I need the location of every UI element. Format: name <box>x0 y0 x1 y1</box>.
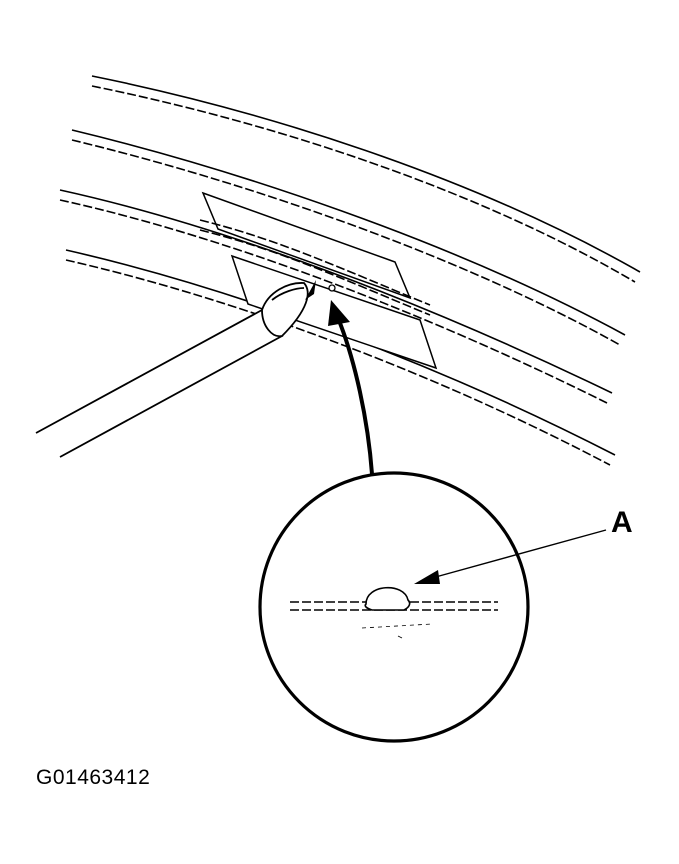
detail-magnifier <box>258 471 530 743</box>
defogger-line-4-edge <box>65 259 611 466</box>
repair-pen-tool <box>35 282 309 458</box>
defogger-line-1-edge <box>91 85 636 283</box>
defogger-line-2 <box>71 129 626 336</box>
callout-leader-line <box>336 317 374 475</box>
callout-leader-arrow <box>328 300 374 475</box>
pen-tip-line <box>271 287 305 301</box>
defogger-line-3 <box>59 189 613 394</box>
callout-label: A <box>611 506 633 539</box>
repair-blob <box>364 586 411 611</box>
figure-id: G01463412 <box>36 766 151 789</box>
callout-a-arrowhead <box>414 570 440 584</box>
defogger-line-3-over-tape <box>199 219 431 316</box>
break-marker <box>305 280 336 300</box>
break-point <box>328 284 336 292</box>
callout-leader-arrowhead <box>328 300 350 326</box>
pen-body <box>35 308 284 458</box>
break-point-arrowhead <box>305 280 316 300</box>
detail-tick-faint <box>397 635 403 639</box>
defogger-line-2-edge <box>71 139 621 346</box>
callout-a-pointer: A <box>414 506 633 584</box>
pen-tip <box>261 282 309 338</box>
defogger-line-1 <box>91 75 641 273</box>
callout-a-line <box>431 529 607 579</box>
defogger-line-3-edge <box>59 199 608 404</box>
detail-underline-faint <box>361 623 433 629</box>
tape-strip-upper <box>201 191 412 300</box>
